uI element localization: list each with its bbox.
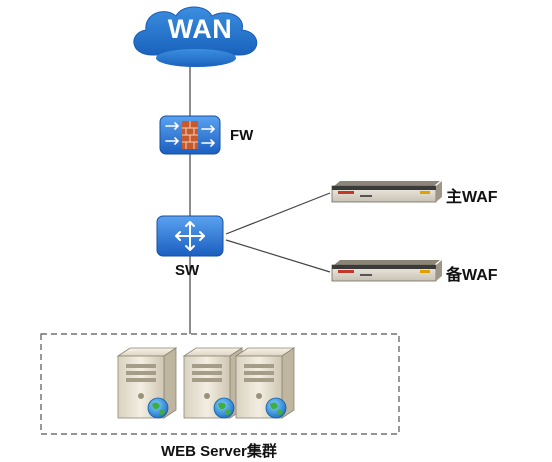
- server-group: [116, 347, 296, 419]
- server-icon: [234, 347, 296, 419]
- waf-backup-label: 备WAF: [446, 267, 498, 284]
- link-sw-waf-primary: [225, 192, 331, 235]
- server-icon: [182, 347, 244, 419]
- link-sw-waf-backup: [225, 239, 331, 273]
- firewall-label: FW: [230, 127, 254, 144]
- switch-label: SW: [175, 262, 200, 279]
- server-cluster-box: [40, 333, 400, 435]
- brick-wall-icon: [182, 121, 198, 149]
- waf-primary-label: 主WAF: [446, 189, 498, 206]
- firewall-icon: [159, 115, 221, 155]
- links: [189, 62, 331, 334]
- server-cluster-label: WEB Server集群: [161, 443, 277, 460]
- globe-icon: [265, 397, 287, 419]
- server-icon: [116, 347, 178, 419]
- waf-backup-appliance-icon: [331, 260, 442, 282]
- wan-label: WAN: [167, 14, 233, 44]
- wan-cloud-icon: [133, 6, 258, 67]
- switch-icon: [156, 215, 224, 257]
- globe-icon: [213, 397, 235, 419]
- waf-primary-appliance-icon: [331, 181, 442, 203]
- globe-icon: [147, 397, 169, 419]
